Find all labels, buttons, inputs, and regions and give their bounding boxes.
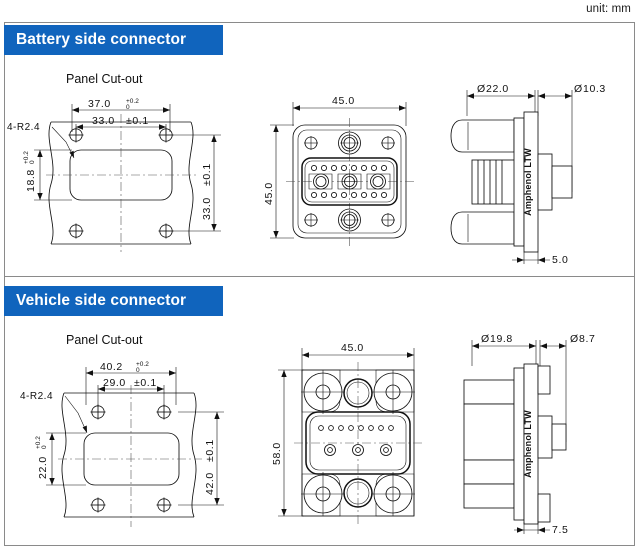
dim-vehicle-cutout-width: 40.2 bbox=[100, 361, 123, 373]
dim-battery-side-b-symbol: Ø bbox=[574, 83, 583, 95]
dim-battery-side-a: 22.0 bbox=[486, 83, 509, 95]
dim-battery-front-height: 45.0 bbox=[263, 182, 275, 205]
dim-battery-cutout-pitch-x-tol: ±0.1 bbox=[126, 115, 149, 127]
dim-battery-cutout-opening-height: 18.8 bbox=[25, 169, 37, 192]
brand-label-vehicle: Amphenol LTW bbox=[523, 410, 533, 478]
unit-note: unit: mm bbox=[586, 3, 631, 15]
dim-vehicle-front-height: 58.0 bbox=[271, 442, 283, 465]
dim-battery-cutout-pitch-y: 33.0 bbox=[201, 197, 213, 220]
dim-vehicle-cutout-opening-height: 22.0 bbox=[37, 456, 49, 479]
battery-signal-pins bbox=[310, 164, 388, 199]
dim-vehicle-cutout-pitch-x: 29.0 bbox=[103, 377, 126, 389]
battery-center-bosses bbox=[338, 131, 361, 232]
dim-vehicle-cutout-opening-height-tol-upper: +0.2 bbox=[35, 436, 42, 449]
dim-vehicle-side-a: 19.8 bbox=[490, 333, 513, 345]
cutout-mounting-holes bbox=[68, 127, 174, 239]
vehicle-front-view: 45.0 58.0 bbox=[268, 340, 448, 540]
vehicle-side-view: Ø 19.8 Ø 8.7 Amphenol LTW bbox=[458, 332, 638, 537]
dim-battery-cutout-pitch-y-tol: ±0.1 bbox=[201, 163, 213, 186]
vehicle-cutout-mounting-holes bbox=[90, 404, 172, 513]
dim-vehicle-cutout-opening-height-tol-lower: 0 bbox=[41, 445, 48, 449]
dim-battery-cutout-opening-height-tol-lower: 0 bbox=[29, 160, 36, 164]
dim-battery-cutout-opening-height-tol-upper: +0.2 bbox=[23, 151, 30, 164]
vehicle-signal-pins bbox=[318, 425, 394, 431]
dim-battery-cutout-width-tol-lower: 0 bbox=[126, 104, 130, 111]
panel-cutout-title-battery: Panel Cut-out bbox=[66, 72, 143, 86]
dim-battery-cutout-width: 37.0 bbox=[88, 98, 111, 110]
dim-vehicle-front-width: 45.0 bbox=[341, 342, 364, 354]
dim-battery-side-a-symbol: Ø bbox=[477, 83, 486, 95]
section-banner-vehicle: Vehicle side connector bbox=[4, 286, 223, 316]
dim-vehicle-cutout-width-tol-lower: 0 bbox=[136, 367, 140, 374]
dim-battery-front-width: 45.0 bbox=[332, 95, 355, 107]
dim-vehicle-cutout-width-tol-upper: +0.2 bbox=[136, 361, 149, 368]
battery-corner-screws bbox=[304, 136, 395, 227]
note-vehicle-corner-radius: 4-R2.4 bbox=[20, 391, 53, 402]
battery-front-view: 45.0 45.0 bbox=[258, 88, 438, 260]
section-banner-battery: Battery side connector bbox=[4, 25, 223, 55]
dim-vehicle-cutout-pitch-y-tol: ±0.1 bbox=[204, 439, 216, 462]
dim-battery-side-b: 10.3 bbox=[583, 83, 606, 95]
vehicle-center-circles bbox=[343, 378, 373, 508]
battery-panel-cutout-view: 37.0 +0.2 0 33.0 ±0.1 18.8 +0.2 0 bbox=[6, 92, 246, 262]
panel-cutout-title-vehicle: Panel Cut-out bbox=[66, 333, 143, 347]
vehicle-panel-cutout-view: 40.2 +0.2 0 29.0 ±0.1 22.0 +0.2 0 bbox=[6, 355, 246, 535]
vehicle-power-pins bbox=[324, 444, 392, 456]
dim-vehicle-side-a-symbol: Ø bbox=[481, 333, 490, 345]
note-battery-corner-radius: 4-R2.4 bbox=[7, 122, 40, 133]
battery-side-view: Ø 22.0 Ø 10.3 bbox=[450, 72, 638, 268]
dim-vehicle-side-b-symbol: Ø bbox=[570, 333, 579, 345]
dim-battery-cutout-width-tol-upper: +0.2 bbox=[126, 98, 139, 105]
dim-battery-cutout-pitch-x: 33.0 bbox=[92, 115, 115, 127]
dim-vehicle-side-b: 8.7 bbox=[579, 333, 595, 345]
dim-battery-side-c: 5.0 bbox=[552, 254, 568, 266]
battery-thread-lines bbox=[477, 160, 503, 204]
dim-vehicle-side-c: 7.5 bbox=[552, 524, 568, 536]
dim-vehicle-cutout-pitch-x-tol: ±0.1 bbox=[134, 377, 157, 389]
dim-vehicle-cutout-pitch-y: 42.0 bbox=[204, 472, 216, 495]
brand-label-battery: Amphenol LTW bbox=[523, 148, 533, 216]
battery-power-contacts bbox=[308, 173, 391, 190]
section-divider bbox=[4, 276, 635, 277]
